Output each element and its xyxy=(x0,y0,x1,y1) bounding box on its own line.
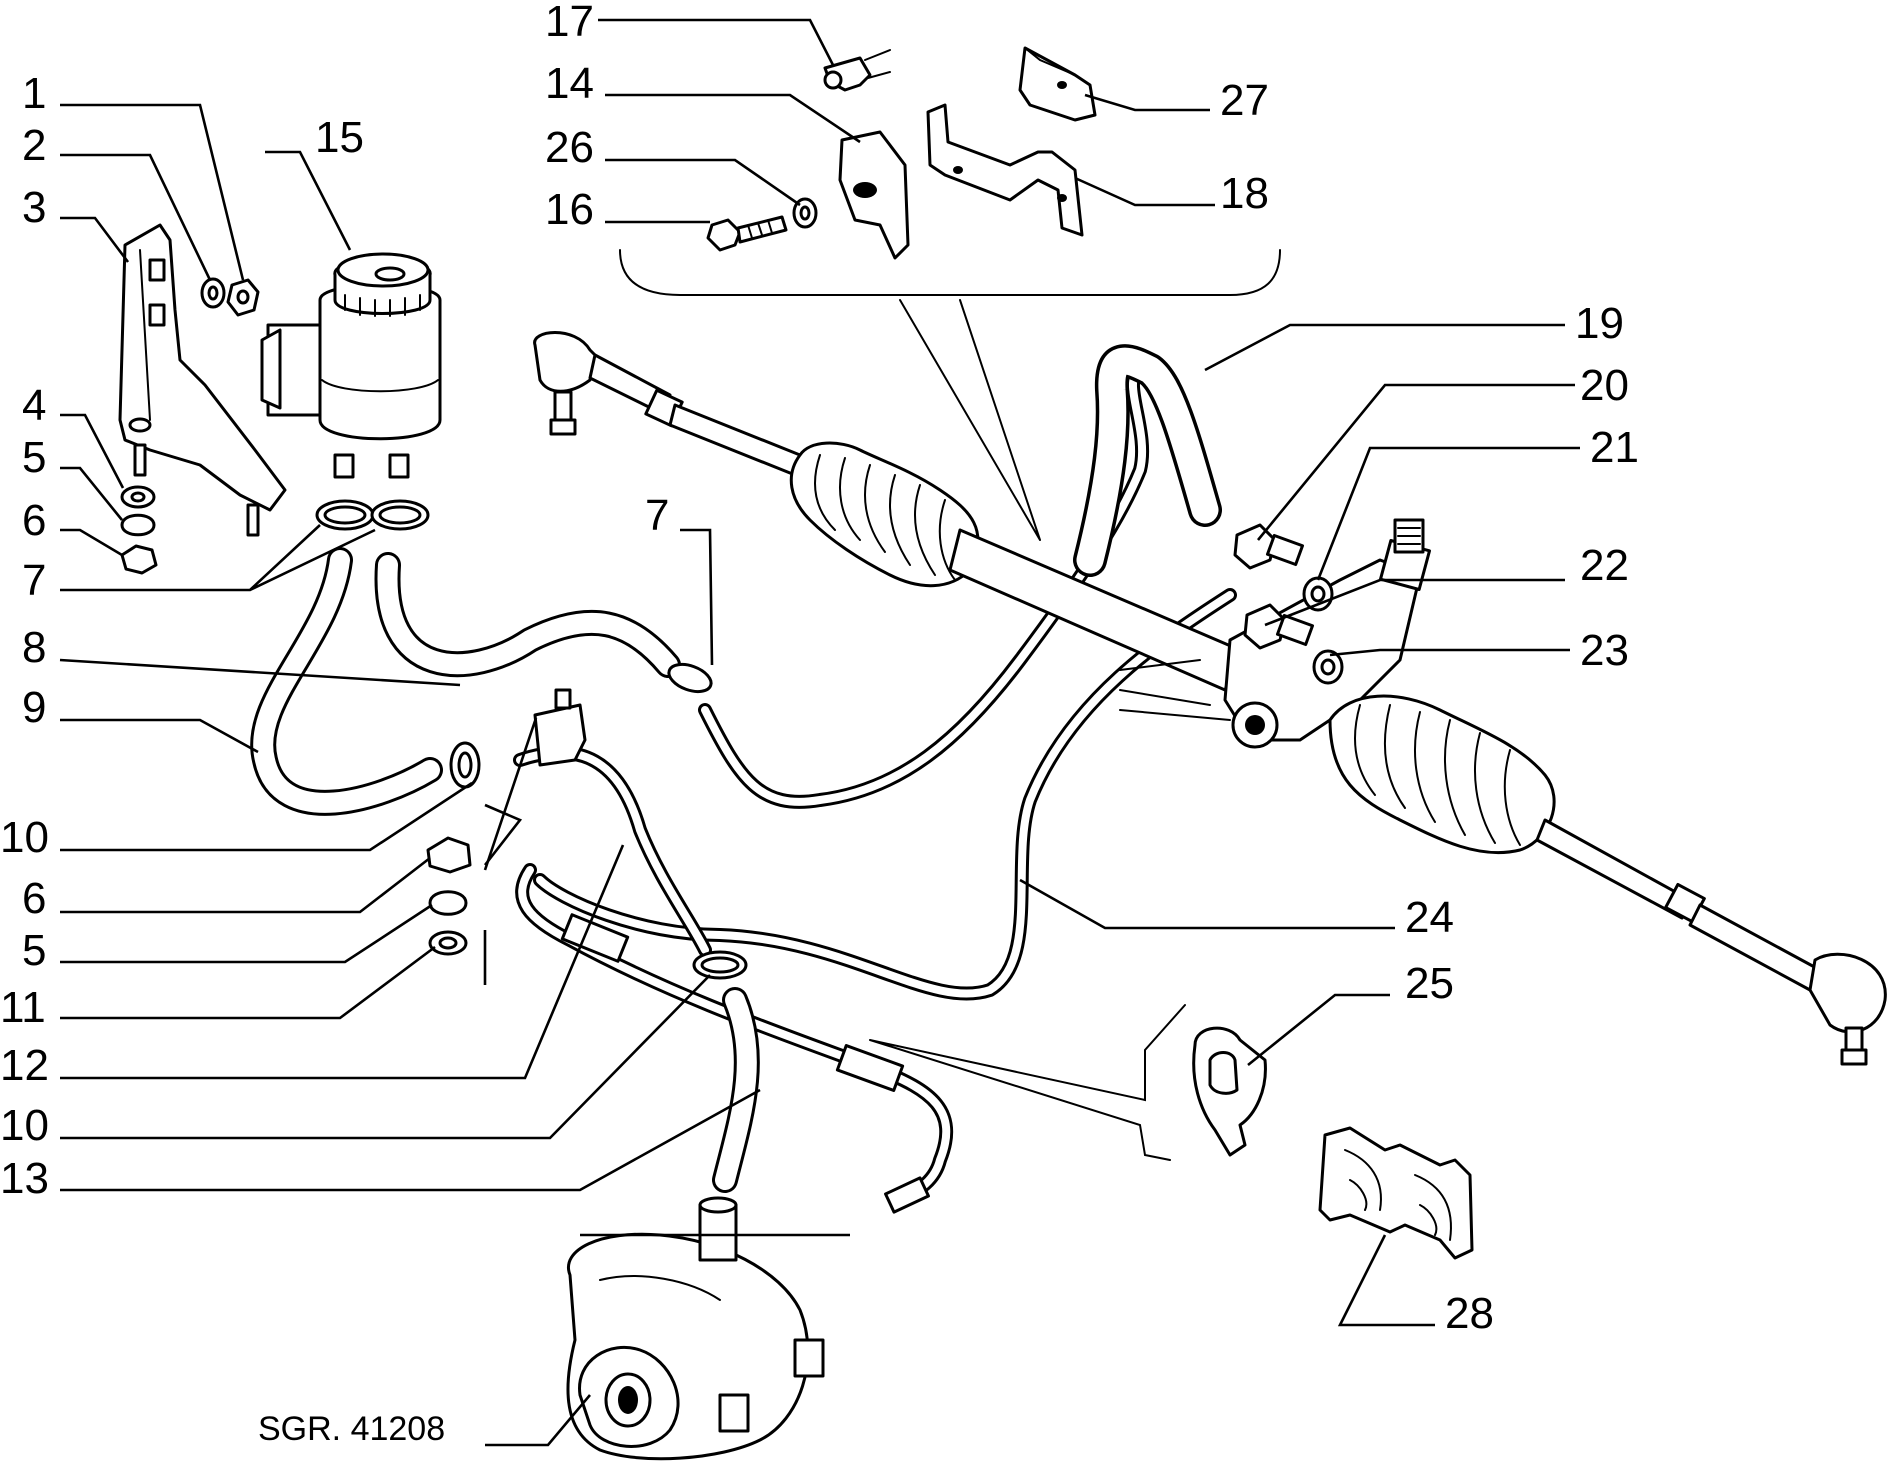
nut-6-lower xyxy=(426,836,472,874)
callout-labels: 1 2 3 4 5 6 7 15 8 9 10 6 5 11 12 10 13 … xyxy=(0,0,1639,1448)
callout-19: 19 xyxy=(1575,299,1624,348)
fitting-22 xyxy=(1243,603,1287,650)
callout-18: 18 xyxy=(1220,169,1269,218)
callout-7: 7 xyxy=(22,556,46,605)
hoses-and-pipes xyxy=(250,344,1237,1207)
pipe-clip-25 xyxy=(869,1004,1267,1161)
hose-sleeve xyxy=(560,913,630,963)
nut-6 xyxy=(120,544,158,575)
callout-16: 16 xyxy=(545,185,594,234)
left-tie-rod-end xyxy=(533,331,602,393)
right-tie-rod-end xyxy=(1808,952,1887,1034)
reference-code: SGR. 41208 xyxy=(258,1410,445,1448)
callout-13: 13 xyxy=(0,1154,49,1203)
pipe-end-fitting xyxy=(884,1176,930,1214)
hose-sleeve xyxy=(835,1044,905,1092)
pipe-clip-28 xyxy=(1318,1126,1474,1260)
callout-1: 1 xyxy=(22,69,46,118)
callout-23: 23 xyxy=(1580,626,1629,675)
callout-7-rack: 7 xyxy=(645,491,669,540)
callout-5-lower: 5 xyxy=(22,926,46,975)
callout-12: 12 xyxy=(0,1041,49,1090)
callout-28: 28 xyxy=(1445,1289,1494,1338)
power-steering-pump xyxy=(566,1196,825,1461)
lock-washer-5-lower xyxy=(428,890,468,916)
lock-washer-5 xyxy=(120,513,156,537)
callout-14: 14 xyxy=(545,59,594,108)
bolt-16 xyxy=(706,218,742,252)
callout-24: 24 xyxy=(1405,893,1454,942)
bracket-3 xyxy=(118,223,287,537)
callout-21: 21 xyxy=(1590,423,1639,472)
callout-15: 15 xyxy=(315,113,364,162)
bracket-18 xyxy=(926,103,1084,237)
callout-26: 26 xyxy=(545,123,594,172)
callout-2: 2 xyxy=(22,121,46,170)
bracket-12 xyxy=(533,703,587,767)
callout-27: 27 xyxy=(1220,76,1269,125)
callout-10: 10 xyxy=(0,813,49,862)
callout-11: 11 xyxy=(0,983,46,1032)
callout-5: 5 xyxy=(22,433,46,482)
leader-lines xyxy=(59,18,1580,1447)
bracket-cluster xyxy=(619,46,1281,541)
callout-8: 8 xyxy=(22,623,46,672)
callout-22: 22 xyxy=(1580,541,1629,590)
fitting-20 xyxy=(1233,523,1277,570)
callout-9: 9 xyxy=(22,683,46,732)
callout-10-lower: 10 xyxy=(0,1101,49,1150)
callout-4: 4 xyxy=(22,381,46,430)
clamp-7 xyxy=(667,662,713,694)
fluid-reservoir xyxy=(260,252,442,479)
callout-6: 6 xyxy=(22,496,46,545)
callout-20: 20 xyxy=(1580,361,1629,410)
callout-25: 25 xyxy=(1405,959,1454,1008)
callout-17: 17 xyxy=(545,0,594,46)
callout-6-lower: 6 xyxy=(22,874,46,923)
callout-3: 3 xyxy=(22,183,46,232)
right-boot xyxy=(1328,694,1556,855)
steering-rack xyxy=(533,331,1887,1066)
